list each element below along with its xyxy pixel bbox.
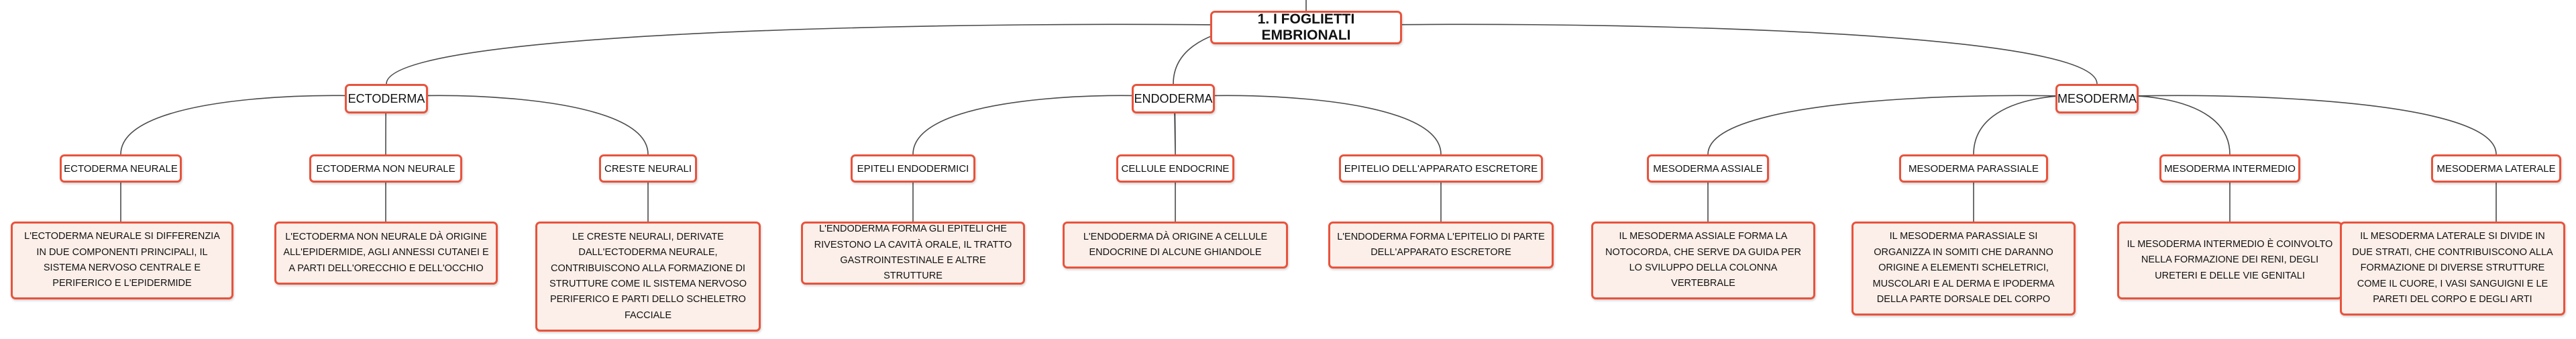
node-epiteli-endodermici[interactable]: EPITELI ENDODERMICI xyxy=(851,154,975,183)
desc-ectoderma-non-neurale[interactable]: L'ECTODERMA NON NEURALE DÀ ORIGINE ALL'E… xyxy=(274,222,498,285)
connector-node-mesoderma-to-node-mesoderma-laterale xyxy=(2096,95,2497,155)
node-ectoderma-non-neurale[interactable]: ECTODERMA NON NEURALE xyxy=(309,154,462,183)
node-mesoderma-laterale[interactable]: MESODERMA LATERALE xyxy=(2431,154,2561,183)
node-mesoderma-intermedio[interactable]: MESODERMA INTERMEDIO xyxy=(2159,154,2300,183)
desc-creste-neurali[interactable]: LE CRESTE NEURALI, DERIVATE DALL'ECTODER… xyxy=(535,222,761,332)
desc-mesoderma-assiale[interactable]: IL MESODERMA ASSIALE FORMA LA NOTOCORDA,… xyxy=(1591,222,1815,299)
connector-root-node-to-node-ectoderma xyxy=(386,23,1307,85)
desc-mesoderma-parassiale[interactable]: IL MESODERMA PARASSIALE SI ORGANIZZA IN … xyxy=(1851,222,2076,316)
node-mesoderma[interactable]: MESODERMA xyxy=(2055,84,2139,113)
node-mesoderma-assiale[interactable]: MESODERMA ASSIALE xyxy=(1647,154,1769,183)
node-endoderma[interactable]: ENDODERMA xyxy=(1132,84,1215,113)
node-mesoderma-parassiale[interactable]: MESODERMA PARASSIALE xyxy=(1899,154,2048,183)
node-epitelio-escretore[interactable]: EPITELIO DELL'APPARATO ESCRETORE xyxy=(1339,154,1543,183)
connector-node-mesoderma-to-node-mesoderma-assiale xyxy=(1707,95,2098,155)
connector-root-node-to-node-mesoderma xyxy=(1305,23,2098,85)
node-ectoderma-neurale[interactable]: ECTODERMA NEURALE xyxy=(60,154,182,183)
desc-mesoderma-intermedio[interactable]: IL MESODERMA INTERMEDIO È COINVOLTO NELL… xyxy=(2117,222,2343,299)
desc-epitelio-escretore[interactable]: L'ENDODERMA FORMA L'EPITELIO DI PARTE DE… xyxy=(1328,222,1554,269)
desc-epiteli-endodermici[interactable]: L'ENDODERMA FORMA GLI EPITELI CHE RIVEST… xyxy=(801,222,1025,285)
root-node[interactable]: 1. I FOGLIETTI EMBRIONALI xyxy=(1210,11,1402,44)
node-creste-neurali[interactable]: CRESTE NEURALI xyxy=(599,154,697,183)
desc-ectoderma-neurale[interactable]: L'ECTODERMA NEURALE SI DIFFERENZIA IN DU… xyxy=(11,222,233,299)
desc-cellule-endocrine[interactable]: L'ENDODERMA DÀ ORIGINE A CELLULE ENDOCRI… xyxy=(1063,222,1288,269)
desc-mesoderma-laterale[interactable]: IL MESODERMA LATERALE SI DIVIDE IN DUE S… xyxy=(2340,222,2565,316)
node-ectoderma[interactable]: ECTODERMA xyxy=(345,84,428,113)
node-cellule-endocrine[interactable]: CELLULE ENDOCRINE xyxy=(1116,154,1234,183)
